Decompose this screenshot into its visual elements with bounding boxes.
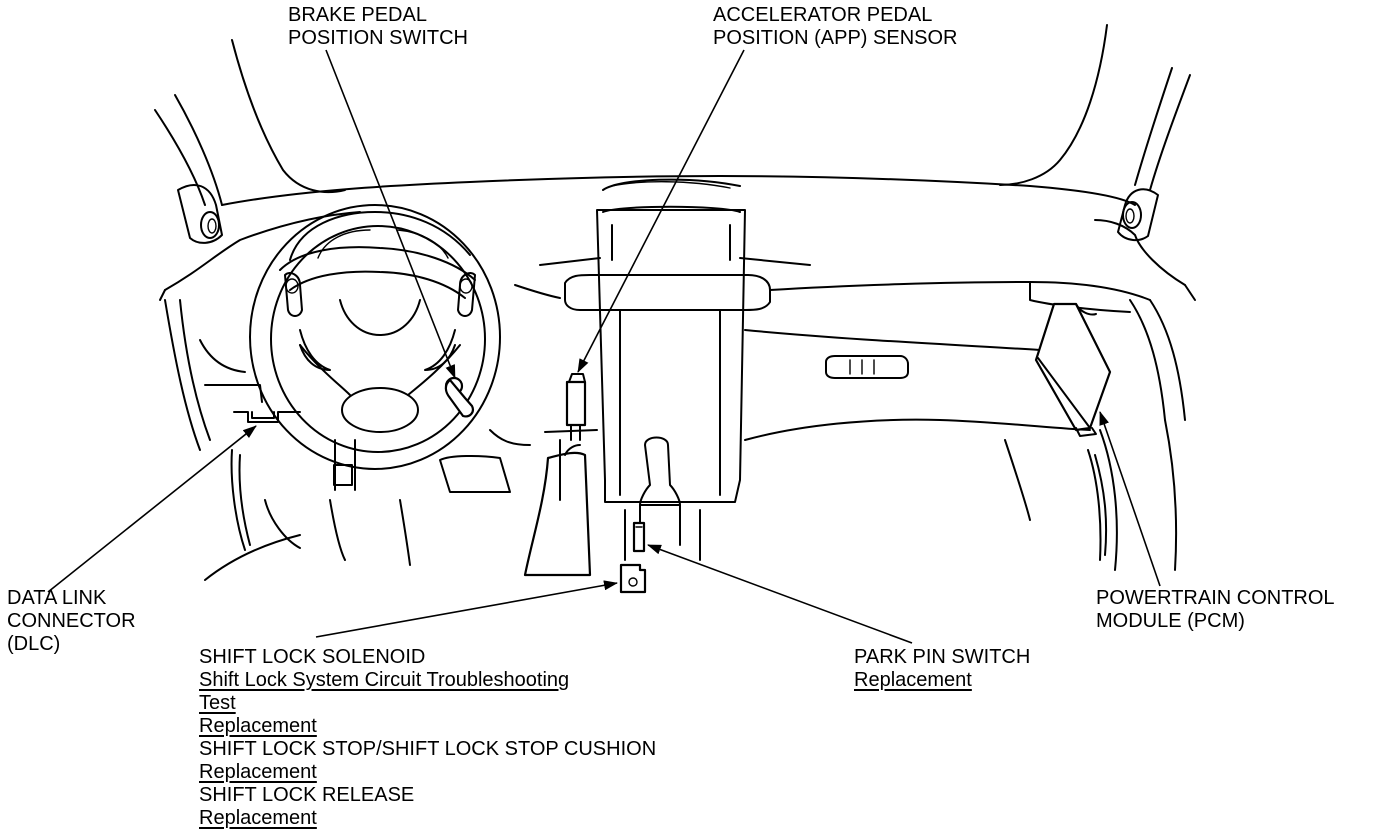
pcm-label-line-2: MODULE (PCM) [1096, 610, 1245, 632]
a-pillar-right [999, 24, 1191, 191]
app-sensor [523, 373, 592, 577]
brake-pedal-switch-label: BRAKE PEDAL POSITION SWITCH [288, 4, 468, 50]
shift-lock-troubleshooting-link[interactable]: Shift Lock System Circuit Troubleshootin… [199, 669, 570, 691]
leader-lines [47, 49, 1161, 644]
dlc-label: DATA LINK CONNECTOR (DLC) [7, 587, 136, 656]
brake-pedal-label-line-1: BRAKE PEDAL [288, 4, 427, 26]
instrument-cluster [289, 211, 471, 261]
park-pin-replacement-link[interactable]: Replacement [854, 669, 972, 691]
dlc-label-line-1: DATA LINK [7, 587, 107, 609]
steering-wheel [249, 204, 501, 470]
shift-lock-release-title: SHIFT LOCK RELEASE [199, 784, 415, 806]
right-dash-panel [744, 281, 1186, 521]
gear-shifter [624, 436, 701, 561]
shift-lock-solenoid-replacement-link[interactable]: Replacement [199, 715, 317, 737]
pcm-module [1034, 302, 1112, 437]
app-sensor-label: ACCELERATOR PEDAL POSITION (APP) SENSOR [713, 4, 957, 50]
brake-pedal-label-line-2: POSITION SWITCH [288, 27, 468, 49]
shift-lock-stop-title: SHIFT LOCK STOP/SHIFT LOCK STOP CUSHION [199, 738, 657, 760]
footwell [329, 429, 561, 566]
shift-lock-stop-replacement-link[interactable]: Replacement [199, 761, 317, 783]
pcm-label-line-1: POWERTRAIN CONTROL [1096, 587, 1335, 609]
left-lower-panel [164, 299, 301, 581]
shift-lock-test-link[interactable]: Test [199, 692, 236, 714]
left-side-vent [177, 184, 223, 244]
shift-lock-release-replacement-link[interactable]: Replacement [199, 807, 317, 829]
brake-pedal-switch [444, 376, 474, 418]
pcm-label: POWERTRAIN CONTROL MODULE (PCM) [1096, 587, 1335, 633]
park-pin-switch [632, 521, 646, 553]
shift-lock-solenoid-title: SHIFT LOCK SOLENOID [199, 646, 426, 668]
shift-lock-label-block: SHIFT LOCK SOLENOID Shift Lock System Ci… [199, 646, 656, 830]
dlc-label-line-3: (DLC) [7, 633, 61, 655]
center-stack [514, 205, 811, 503]
dlc-connector [233, 411, 301, 423]
right-side-vent [1117, 188, 1159, 242]
right-kick-panel [1087, 419, 1178, 571]
dlc-label-line-2: CONNECTOR [7, 610, 136, 632]
app-sensor-label-line-2: POSITION (APP) SENSOR [713, 27, 958, 49]
app-sensor-label-line-1: ACCELERATOR PEDAL [713, 4, 933, 26]
park-pin-switch-label: PARK PIN SWITCH Replacement [854, 646, 1030, 692]
park-pin-switch-title: PARK PIN SWITCH [854, 646, 1031, 668]
a-pillar-left [154, 39, 346, 206]
shift-lock-solenoid [619, 563, 647, 594]
